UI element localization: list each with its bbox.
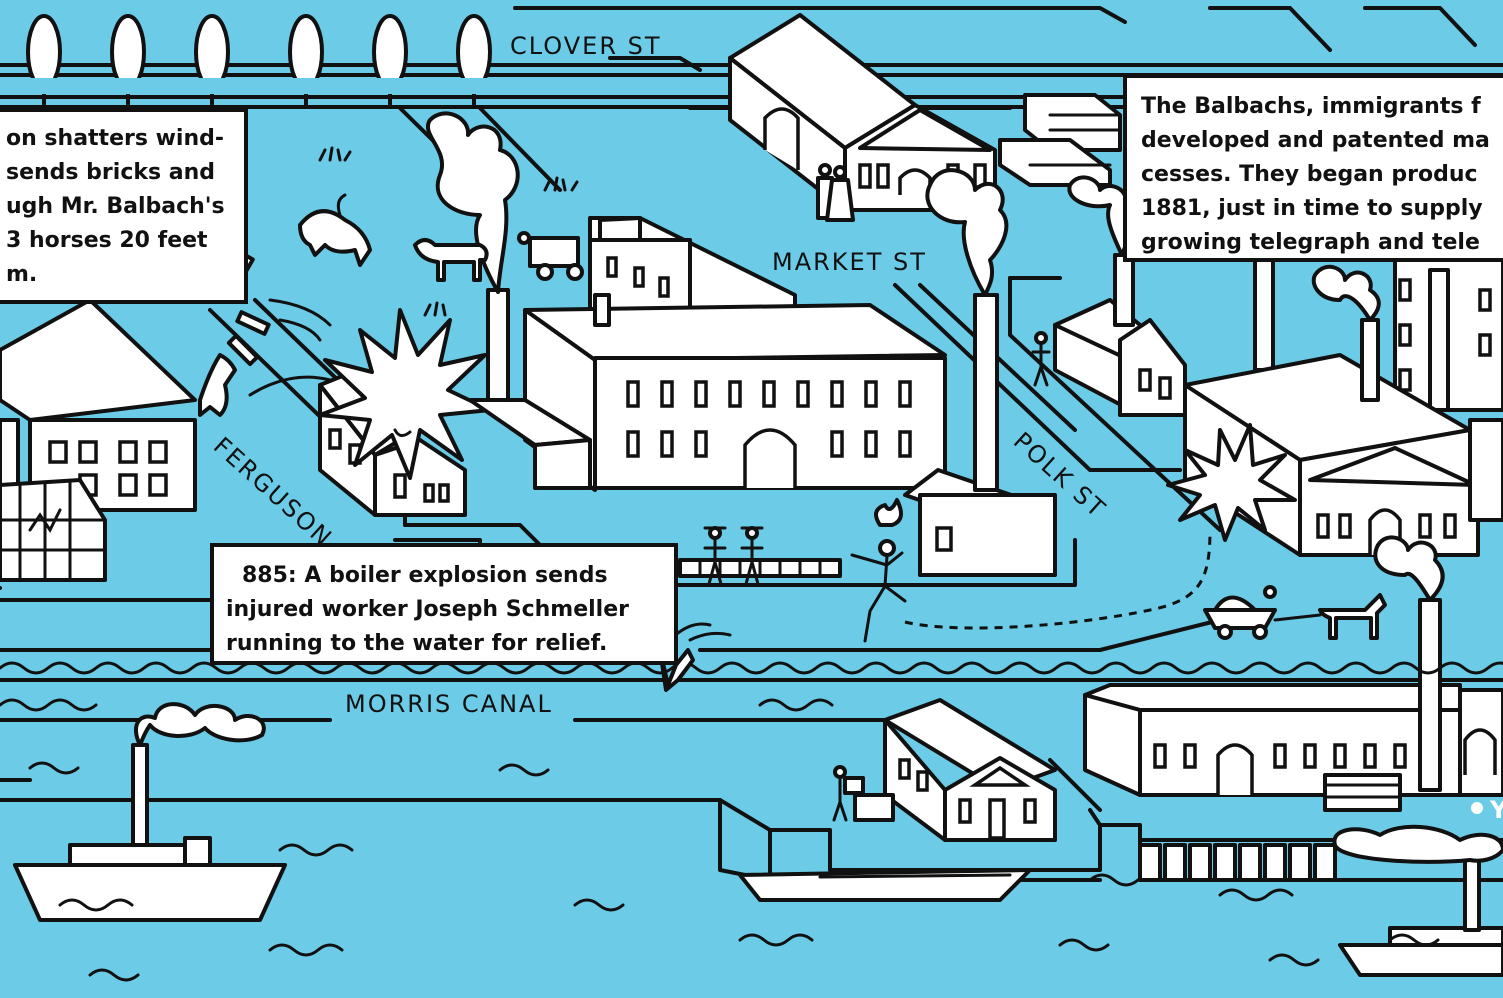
callout-line: running to the water for relief.	[226, 631, 608, 656]
street-label-market: MARKET ST	[772, 248, 927, 276]
flying-horse-icon	[298, 193, 372, 267]
worker-with-box-icon	[832, 765, 865, 822]
factory-right	[1053, 175, 1503, 557]
callout-line: m.	[6, 262, 38, 287]
callout-line: on shatters wind-	[6, 126, 225, 151]
callout-line: The Balbachs, immigrants f	[1141, 94, 1481, 119]
factory-main	[468, 216, 947, 492]
callout-explosion-story: on shatters wind- sends bricks and ugh M…	[0, 108, 248, 304]
horse-cart-icon	[413, 231, 584, 282]
grass-tuft-icon	[318, 146, 579, 317]
pedestrian-icon	[1031, 331, 1051, 387]
callout-line: 3 horses 20 feet	[6, 228, 208, 253]
flying-horse-icon	[198, 353, 237, 417]
pedestrian-icon	[816, 163, 855, 222]
warehouse-top	[728, 13, 997, 212]
boiler-house	[903, 168, 1057, 577]
canal-label: MORRIS CANAL	[345, 690, 553, 718]
callout-line: injured worker Joseph Schmeller	[226, 597, 629, 622]
greenhouse	[0, 478, 107, 582]
steamboat-left	[13, 702, 287, 922]
explosion-burst-icon	[1166, 423, 1297, 542]
house-left	[0, 298, 197, 512]
location-dot-icon	[1471, 802, 1483, 814]
callout-boiler-explosion: 885: A boiler explosion sends injured wo…	[210, 543, 678, 665]
smoke-cloud-icon	[426, 111, 520, 294]
partial-location-label: Y	[1489, 796, 1503, 824]
tree-row	[26, 14, 492, 107]
callout-line: growing telegraph and tele	[1141, 230, 1480, 255]
callout-line: 885: A boiler explosion sends	[242, 563, 608, 588]
pedestrian-icon	[703, 526, 764, 586]
fence	[678, 558, 842, 578]
injured-worker-icon	[850, 498, 907, 643]
running-path	[904, 529, 1212, 630]
house-lower-middle	[853, 698, 1057, 842]
horse-cart-icon	[1203, 585, 1387, 640]
callout-line: sends bricks and	[6, 160, 215, 185]
callout-line: cesses. They began produc	[1141, 162, 1478, 187]
callout-line: ugh Mr. Balbach's	[6, 194, 225, 219]
barge	[738, 868, 1032, 902]
crate-stack	[998, 93, 1122, 187]
callout-balbach-history: The Balbachs, immigrants f developed and…	[1123, 74, 1503, 262]
warehouse-lower-right	[1083, 535, 1503, 812]
explosion-burst-icon	[318, 308, 492, 480]
callout-line: 1881, just in time to supply	[1141, 196, 1483, 221]
callout-line: developed and patented ma	[1141, 128, 1490, 153]
pier-posts	[1138, 843, 1337, 882]
steamboat-right	[1332, 824, 1503, 977]
street-label-clover: CLOVER ST	[510, 32, 662, 60]
